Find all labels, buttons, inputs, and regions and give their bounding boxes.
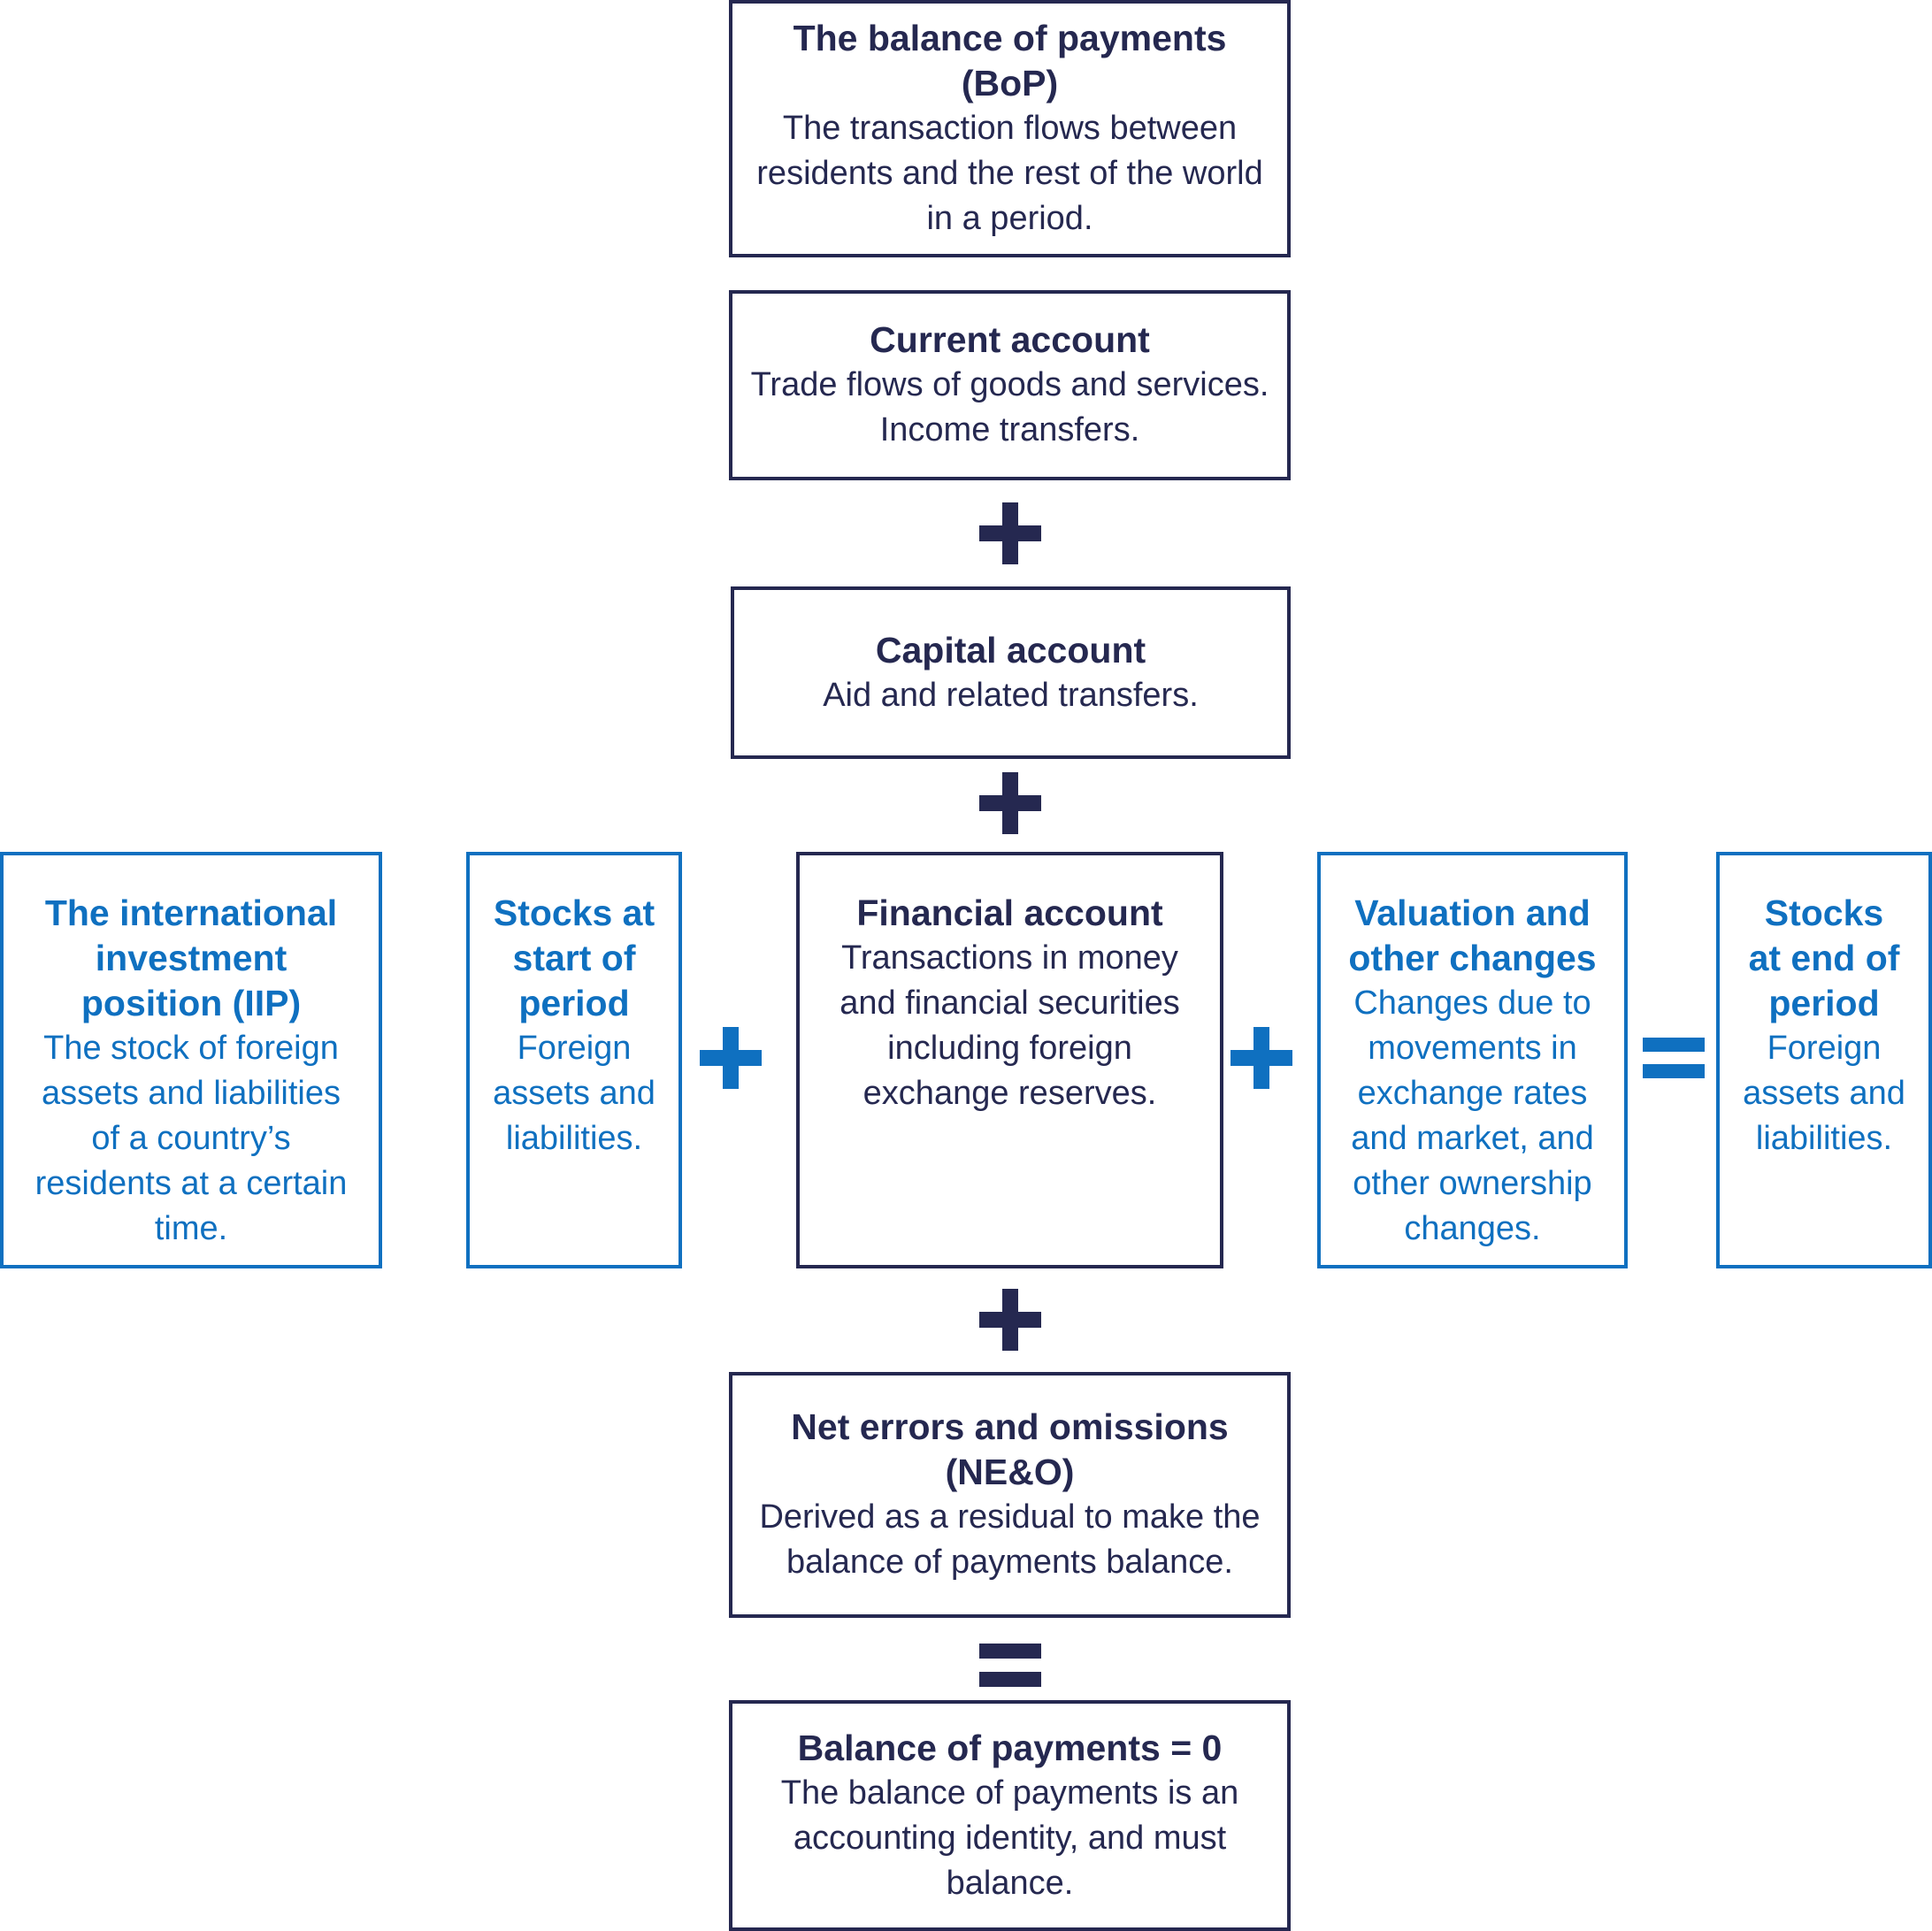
valuation-box: Valuation and other changes Changes due … <box>1317 852 1628 1268</box>
neo-title: Net errors and omissions (NE&O) <box>791 1406 1229 1492</box>
iip-title: The international investment position (I… <box>44 893 338 1023</box>
iip-desc: The stock of foreign assets and liabilit… <box>34 1030 348 1247</box>
plus-icon <box>979 772 1041 834</box>
bop-definition-box: The balance of payments (BoP) The transa… <box>729 0 1291 257</box>
neo-box: Net errors and omissions (NE&O) Derived … <box>729 1372 1291 1618</box>
bop-zero-box: Balance of payments = 0 The balance of p… <box>729 1700 1291 1931</box>
current-account-title: Current account <box>870 319 1150 360</box>
valuation-title: Valuation and other changes <box>1348 893 1597 978</box>
valuation-desc: Changes due to movements in exchange rat… <box>1351 985 1594 1247</box>
stocks-end-box: Stocks at end of period Foreign assets a… <box>1716 852 1932 1268</box>
equals-icon <box>1643 1038 1705 1080</box>
current-account-box: Current account Trade flows of goods and… <box>729 290 1291 480</box>
iip-box: The international investment position (I… <box>0 852 382 1268</box>
stocks-start-title: Stocks at start of period <box>493 893 656 1023</box>
financial-account-box: Financial account Transactions in money … <box>796 852 1223 1268</box>
stocks-end-title: Stocks at end of period <box>1748 893 1900 1023</box>
plus-icon <box>700 1027 762 1089</box>
neo-desc: Derived as a residual to make the balanc… <box>759 1498 1261 1581</box>
capital-account-box: Capital account Aid and related transfer… <box>731 586 1291 759</box>
capital-account-title: Capital account <box>875 629 1146 670</box>
plus-icon <box>979 502 1041 564</box>
plus-icon <box>1230 1027 1292 1089</box>
stocks-start-desc: Foreign assets and liabilities. <box>493 1030 656 1157</box>
current-account-desc: Trade flows of goods and services. Incom… <box>750 366 1269 448</box>
stocks-start-box: Stocks at start of period Foreign assets… <box>466 852 682 1268</box>
bop-zero-title: Balance of payments = 0 <box>797 1727 1223 1768</box>
stocks-end-desc: Foreign assets and liabilities. <box>1743 1030 1905 1157</box>
financial-account-title: Financial account <box>856 893 1163 933</box>
bop-definition-title: The balance of payments (BoP) <box>793 18 1227 103</box>
plus-icon <box>979 1289 1041 1351</box>
bop-definition-desc: The transaction flows between residents … <box>756 110 1263 237</box>
bop-zero-desc: The balance of payments is an accounting… <box>780 1774 1239 1902</box>
capital-account-desc: Aid and related transfers. <box>823 676 1199 714</box>
equals-icon <box>979 1644 1041 1688</box>
financial-account-desc: Transactions in money and financial secu… <box>840 939 1180 1112</box>
